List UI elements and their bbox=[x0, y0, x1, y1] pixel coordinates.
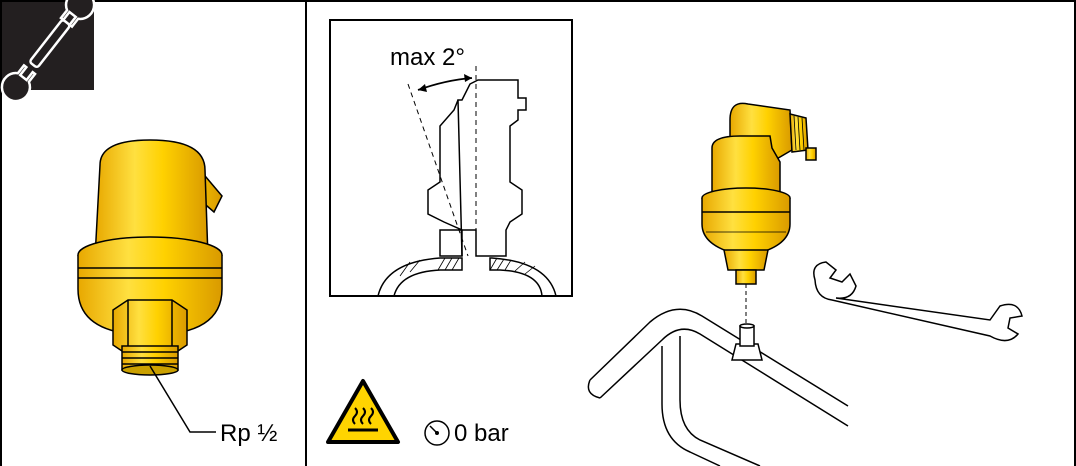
pressure-gauge-icon bbox=[424, 420, 450, 446]
max-angle-label: max 2° bbox=[390, 44, 465, 71]
pressure-label: 0 bar bbox=[454, 420, 509, 447]
air-vent-bottom-view bbox=[77, 139, 223, 376]
thread-size-label: Rp ½ bbox=[220, 420, 278, 447]
wrench-icon bbox=[0, 0, 96, 103]
pipe-fitting bbox=[731, 323, 763, 361]
angle-diagram bbox=[329, 19, 573, 297]
open-end-wrench-icon bbox=[813, 261, 1023, 342]
air-vent-installed bbox=[701, 102, 817, 285]
hot-surface-warning-icon bbox=[326, 379, 400, 444]
pipe-section bbox=[587, 308, 849, 466]
thread-leader-line bbox=[149, 365, 216, 433]
